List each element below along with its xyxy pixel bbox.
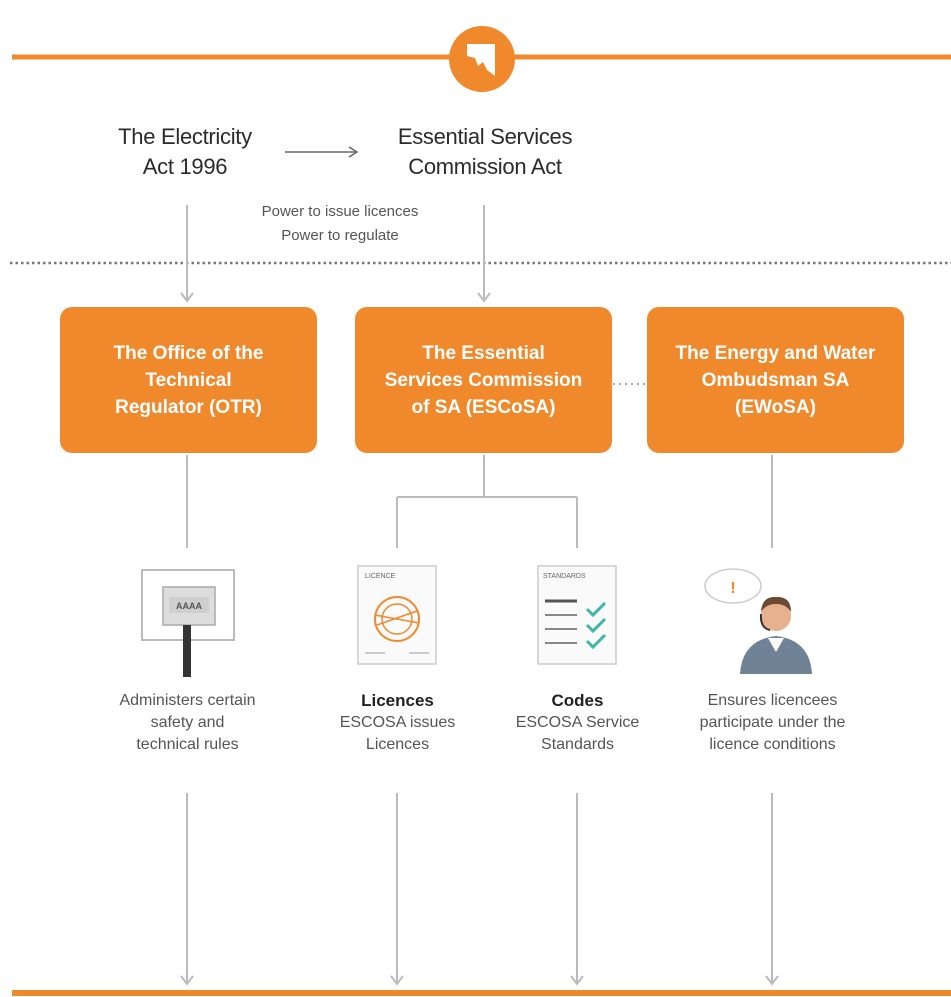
escosa-line3: of SA (ESCoSA) xyxy=(411,396,556,418)
codes-description: Codes ESCOSA Service Standards xyxy=(500,690,655,756)
licences-line2: Licences xyxy=(365,736,430,753)
ombudsman-desc-line3: licence conditions xyxy=(709,736,836,753)
ombudsman-desc-line1: Ensures licencees xyxy=(707,692,838,709)
support-agent-icon: ! xyxy=(704,568,812,674)
electricity-act-line2: Act 1996 xyxy=(142,154,228,179)
alert-mark: ! xyxy=(730,580,735,597)
licences-title: Licences xyxy=(361,691,434,710)
otr-description: Administers certain safety and technical… xyxy=(90,690,285,756)
otr-line2: Technical xyxy=(145,369,232,391)
standards-heading: STANDARDS xyxy=(543,573,586,580)
codes-line2: Standards xyxy=(541,736,614,753)
licences-description: Licences ESCOSA issues Licences xyxy=(320,690,475,756)
otr-desc-line1: Administers certain xyxy=(119,692,256,709)
licences-line1: ESCOSA issues xyxy=(339,714,456,731)
standards-checklist-icon: STANDARDS xyxy=(537,565,617,665)
escosa-line2: Services Commission xyxy=(384,369,583,391)
otr-desc-line3: technical rules xyxy=(136,736,239,753)
logo-badge xyxy=(449,26,515,92)
escosa-line1: The Essential xyxy=(422,342,545,364)
ombudsman-description: Ensures licencees participate under the … xyxy=(670,690,875,756)
otr-line3: Regulator (OTR) xyxy=(115,396,262,418)
codes-line1: ESCOSA Service xyxy=(515,714,640,731)
otr-box: The Office of the Technical Regulator (O… xyxy=(60,307,317,453)
escosa-act-line2: Commission Act xyxy=(408,154,562,179)
otr-line1: The Office of the xyxy=(113,342,264,364)
licence-heading: LICENCE xyxy=(365,573,396,580)
power-issue-licences: Power to issue licences xyxy=(261,203,419,220)
escosa-act-line1: Essential Services xyxy=(397,124,573,149)
ewosa-line3: (EWoSA) xyxy=(735,396,816,418)
switch-label: AAAA xyxy=(176,601,202,611)
codes-title: Codes xyxy=(551,691,604,710)
otr-desc-line2: safety and xyxy=(150,714,225,731)
ewosa-box: The Energy and Water Ombudsman SA (EWoSA… xyxy=(647,307,904,453)
ombudsman-desc-line2: participate under the xyxy=(699,714,846,731)
ewosa-line1: The Energy and Water xyxy=(675,342,876,364)
escosa-box: The Essential Services Commission of SA … xyxy=(355,307,612,453)
ewosa-line2: Ombudsman SA xyxy=(701,369,850,391)
switchboard-icon: AAAA xyxy=(141,569,235,677)
power-regulate: Power to regulate xyxy=(281,227,399,244)
south-australia-map-icon xyxy=(467,44,495,76)
licence-certificate-icon: LICENCE xyxy=(357,565,437,665)
escosa-act-title: Essential Services Commission Act xyxy=(375,122,595,182)
electricity-act-title: The Electricity Act 1996 xyxy=(95,122,275,182)
electricity-act-line1: The Electricity xyxy=(118,124,252,149)
powers-note: Power to issue licences Power to regulat… xyxy=(220,200,460,248)
